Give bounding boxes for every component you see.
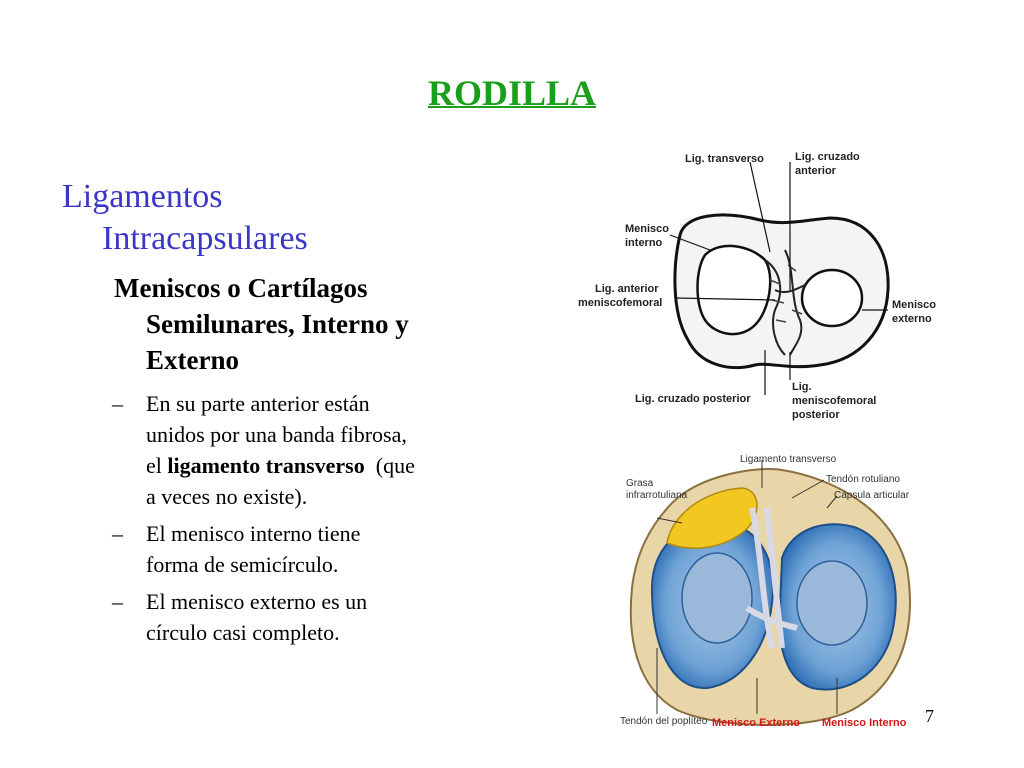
slide-title-wrapper: RODILLA: [0, 72, 1024, 114]
bullet-line: El menisco externo es un: [146, 589, 368, 614]
slide-title: RODILLA: [427, 73, 597, 113]
bullet-line: unidos por una banda fibrosa,: [146, 422, 407, 447]
label-lig-anterior-meniscofemoral-2: meniscofemoral: [578, 297, 662, 309]
bullet-line: el ligamento transverso (que: [146, 450, 512, 481]
label-lig-meniscofemoral-posterior-3: posterior: [792, 409, 840, 421]
leader-line: [791, 479, 825, 499]
label-lig-cruzado-anterior-2: anterior: [795, 165, 837, 177]
leader-line: [674, 297, 776, 301]
label-menisco-externo: Menisco: [892, 299, 936, 311]
label-lig-cruzado-anterior: Lig. cruzado: [795, 151, 860, 163]
label-grasa-infrarrotuliana: infrarrotuliana: [626, 490, 688, 501]
label-capsula-articular: Cápsula articular: [834, 490, 910, 501]
label-menisco-externo-2: externo: [892, 313, 932, 325]
bullet-line: El menisco interno tiene: [146, 521, 361, 546]
subheading-line-3: Externo: [146, 345, 239, 375]
bullet-item: – En su parte anterior están unidos por …: [112, 388, 512, 512]
leader-line: [826, 495, 838, 509]
label-grasa: Grasa: [626, 478, 654, 489]
label-lig-meniscofemoral-posterior-2: meniscofemoral: [792, 395, 876, 407]
bullet-bold-term: ligamento transverso: [167, 453, 365, 478]
bullet-dash: –: [112, 521, 123, 546]
label-menisco-interno-red: Menisco Interno: [822, 717, 907, 729]
subheading: Meniscos o Cartílagos Semilunares, Inter…: [114, 270, 514, 378]
bullet-dash: –: [112, 589, 123, 614]
leader-line: [749, 161, 771, 253]
subheading-line-2: Semilunares, Interno y: [146, 309, 409, 339]
bullet-line: a veces no existe).: [146, 484, 308, 509]
label-tendon-rotuliano: Tendón rotuliano: [826, 474, 900, 485]
label-lig-anterior-meniscofemoral: Lig. anterior: [595, 283, 659, 295]
heading-line-2: Intracapsulares: [102, 220, 308, 257]
leader-line: [669, 234, 711, 251]
label-lig-cruzado-posterior: Lig. cruzado posterior: [635, 393, 751, 405]
ligament-hatching: [769, 264, 803, 323]
bullet-dash: –: [112, 391, 123, 416]
knee-meniscus-color-illustration: Ligamento transverso Tendón rotuliano Cá…: [620, 454, 911, 729]
central-ligament-fibers: [745, 507, 798, 649]
heading-line-1: Ligamentos: [62, 178, 223, 215]
plateau-inner-right: [796, 560, 868, 646]
knee-meniscus-line-drawing: Lig. transverso Lig. cruzado anterior Me…: [578, 151, 936, 421]
label-lig-transverso: Lig. transverso: [685, 153, 764, 165]
bullet-item: – El menisco interno tiene forma de semi…: [112, 518, 512, 580]
bullet-list: – En su parte anterior están unidos por …: [112, 388, 512, 654]
label-lig-meniscofemoral-posterior: Lig.: [792, 381, 812, 393]
label-menisco-interno: Menisco: [625, 223, 669, 235]
page-number: 7: [925, 706, 934, 726]
leader-line: [656, 517, 683, 524]
label-tendon-popliteo: Tendón del poplíteo: [620, 716, 708, 727]
bullet-line: forma de semicírculo.: [146, 552, 339, 577]
bullet-line: En su parte anterior están: [146, 391, 370, 416]
plateau-inner-left: [681, 552, 753, 644]
label-menisco-interno-2: interno: [625, 237, 663, 249]
bullet-line: círculo casi completo.: [146, 620, 340, 645]
bullet-text: (que: [364, 453, 415, 478]
grasa-infrarrotuliana-shape: [666, 487, 758, 549]
label-menisco-externo-red: Menisco Externo: [712, 717, 800, 729]
menisco-externo-shape: [800, 268, 864, 328]
section-heading: Ligamentos Intracapsulares: [62, 176, 502, 260]
menisco-interno-shape: [696, 244, 772, 336]
bullet-item: – El menisco externo es un círculo casi …: [112, 586, 512, 648]
bullet-text: el: [146, 453, 168, 478]
label-ligamento-transverso: Ligamento transverso: [740, 454, 837, 465]
subheading-line-1: Meniscos o Cartílagos: [114, 273, 368, 303]
